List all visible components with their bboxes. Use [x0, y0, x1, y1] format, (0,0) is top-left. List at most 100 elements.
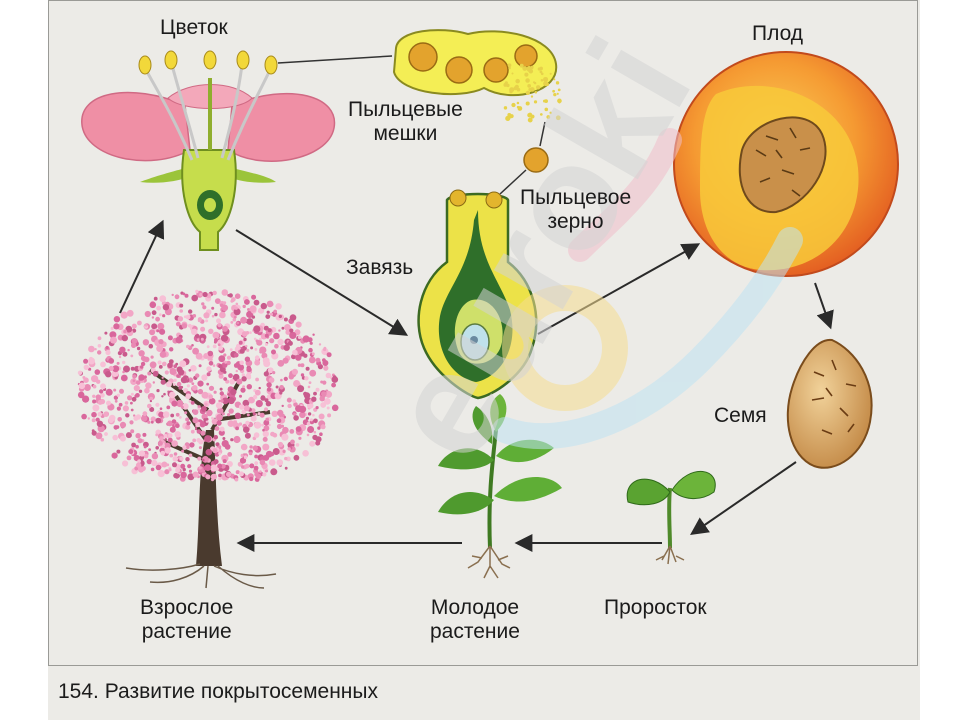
blossom-dot — [100, 392, 105, 398]
blossom-dot — [155, 446, 159, 450]
blossom-dot — [138, 450, 146, 457]
adult-tree — [77, 289, 339, 589]
blossom-dot — [255, 400, 263, 408]
blossom-dot — [293, 415, 299, 421]
blossom-dot — [182, 445, 187, 450]
pollen-dust-particle — [527, 117, 533, 123]
flower-anthers — [138, 50, 278, 75]
blossom-dot — [254, 454, 258, 459]
blossom-dot — [315, 357, 321, 363]
blossom-dot — [116, 393, 121, 397]
blossom-dot — [159, 295, 167, 303]
blossom-dot — [139, 365, 144, 369]
blossom-dot — [155, 433, 159, 437]
blossom-dot — [332, 375, 337, 379]
blossom-dot — [175, 362, 179, 366]
pollen-dust-particle — [539, 70, 543, 74]
blossom-dot — [122, 460, 129, 467]
blossom-dot — [255, 377, 259, 382]
blossom-dot — [222, 437, 226, 440]
blossom-dot — [120, 435, 126, 442]
blossom-dot — [147, 371, 152, 376]
pollen-dust-particle — [553, 92, 557, 97]
blossom-dot — [258, 386, 261, 390]
blossom-dot — [318, 413, 325, 420]
blossom-dot — [192, 471, 199, 478]
blossom-dot — [151, 459, 158, 467]
blossom-dot — [281, 326, 285, 330]
blossom-dot — [241, 465, 245, 469]
blossom-dot — [191, 344, 194, 347]
blossom-dot — [104, 331, 108, 335]
pollen-dust-particle — [534, 90, 538, 94]
blossom-dot — [266, 300, 274, 308]
arrow-seed-to-sprout — [690, 461, 797, 536]
blossom-dot — [265, 314, 271, 319]
blossom-dot — [97, 336, 102, 341]
label-pollen-grain: Пыльцевое зерно — [520, 186, 631, 234]
blossom-dot — [197, 338, 200, 342]
blossom-dot — [131, 442, 137, 448]
blossom-dot — [227, 413, 231, 417]
blossom-dot — [325, 390, 333, 398]
blossom-dot — [282, 426, 289, 434]
blossom-dot — [88, 357, 95, 365]
blossom-dot — [184, 293, 189, 298]
blossom-dot — [191, 294, 198, 302]
blossom-dot — [87, 417, 91, 420]
tree-blossoms — [77, 289, 339, 482]
blossom-dot — [222, 325, 228, 332]
blossom-dot — [175, 321, 181, 327]
blossom-dot — [261, 352, 268, 359]
blossom-dot — [297, 335, 302, 340]
blossom-dot — [216, 420, 222, 426]
blossom-dot — [192, 314, 197, 318]
blossom-dot — [126, 309, 134, 317]
blossom-dot — [276, 459, 284, 466]
blossom-dot — [217, 322, 222, 328]
blossom-dot — [249, 476, 254, 482]
figure-frame — [48, 0, 918, 666]
blossom-dot — [317, 426, 321, 430]
blossom-dot — [275, 385, 279, 389]
label-young-plant: Молодое растение — [430, 596, 520, 644]
blossom-dot — [95, 432, 103, 440]
blossom-dot — [221, 289, 229, 296]
blossom-dot — [108, 414, 116, 422]
blossom-dot — [97, 350, 102, 355]
seed — [786, 338, 873, 469]
blossom-dot — [178, 386, 183, 390]
blossom-dot — [218, 355, 226, 363]
pollen-dust-particle — [516, 101, 520, 105]
blossom-dot — [132, 379, 136, 383]
blossom-dot — [253, 465, 259, 471]
pollen-dust-particle — [529, 87, 535, 92]
blossom-dot — [143, 445, 147, 449]
blossom-dot — [177, 316, 184, 322]
blossom-dot — [212, 331, 220, 339]
blossom-dot — [125, 413, 130, 418]
blossom-dot — [241, 331, 248, 337]
pollen-dust-particle — [546, 115, 551, 119]
blossom-dot — [160, 450, 166, 456]
blossom-dot — [249, 445, 253, 449]
pollen-dust-particle — [517, 106, 523, 111]
label-sprout: Проросток — [604, 596, 707, 619]
blossom-dot — [244, 432, 251, 439]
blossom-dot — [151, 316, 155, 319]
blossom-dot — [104, 432, 108, 436]
blossom-dot — [141, 415, 148, 422]
blossom-dot — [248, 451, 253, 456]
blossom-dot — [131, 338, 138, 344]
blossom-dot — [234, 477, 239, 482]
blossom-dot — [283, 344, 290, 351]
pollen-dust-particle — [543, 76, 549, 82]
pollen-dust — [503, 63, 562, 123]
pollen-dust-particle — [557, 88, 561, 92]
blossom-dot — [97, 344, 102, 348]
blossom-dot — [293, 402, 298, 407]
blossom-dot — [319, 432, 323, 437]
blossom-dot — [211, 306, 215, 310]
blossom-dot — [234, 412, 242, 419]
blossom-dot — [189, 442, 195, 448]
